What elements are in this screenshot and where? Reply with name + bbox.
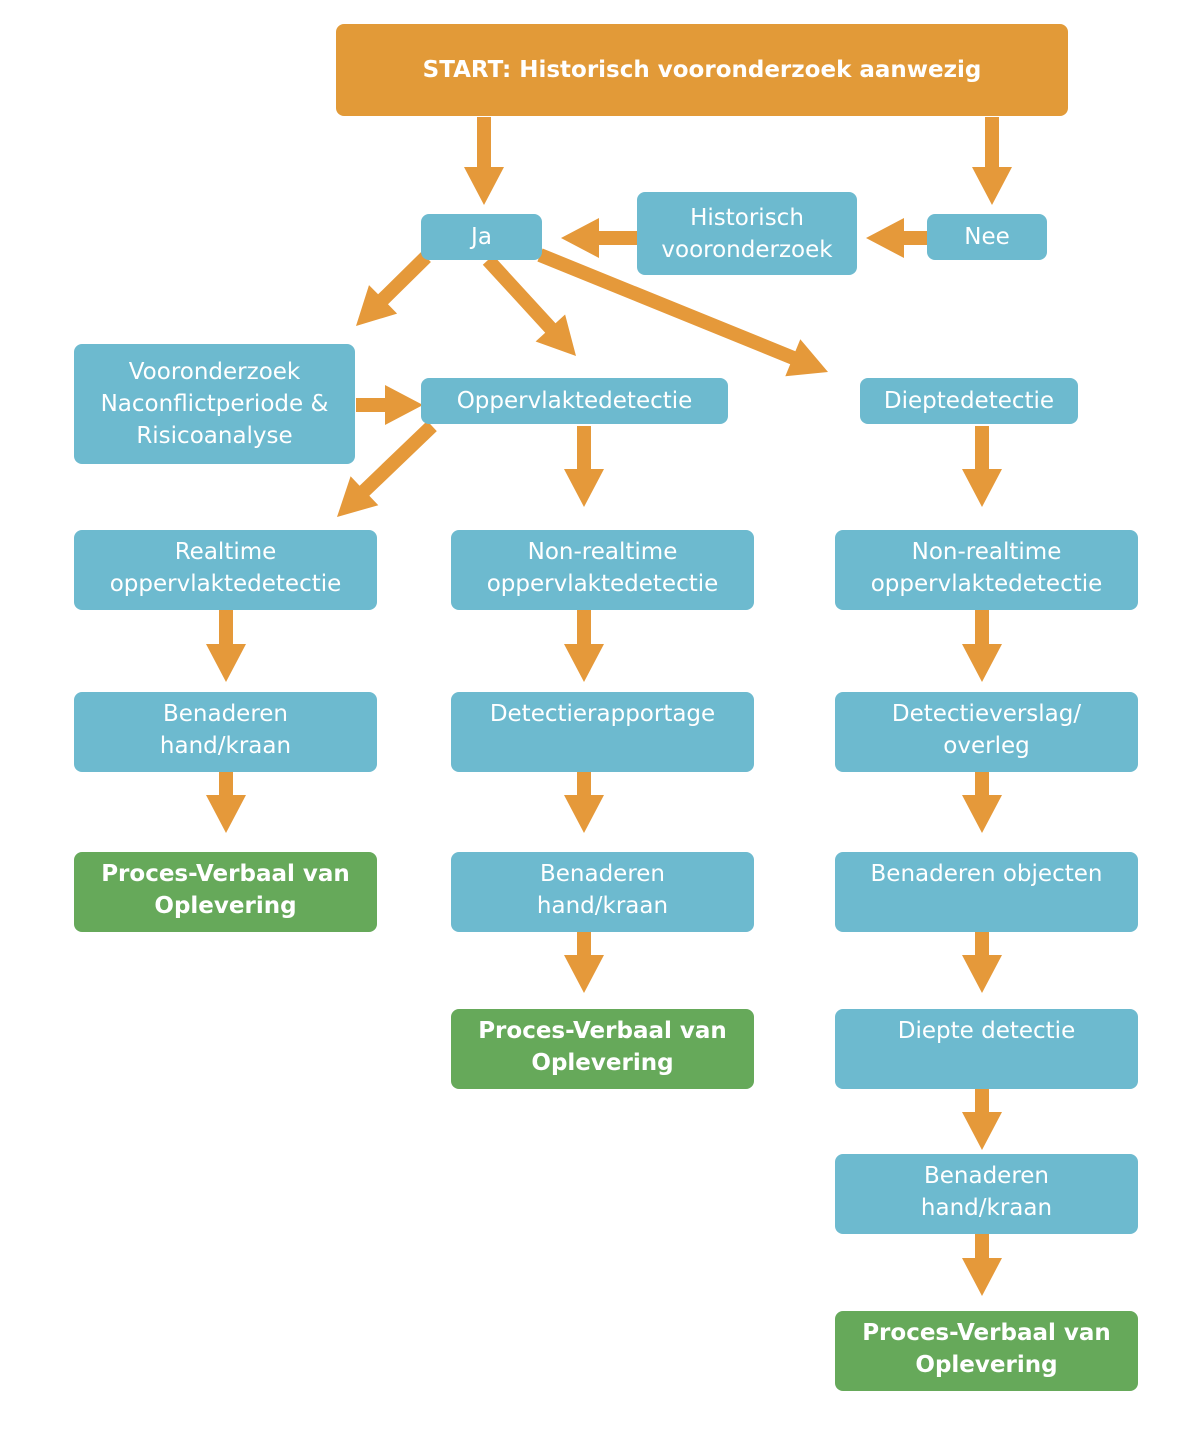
- col3-non-realtime-label: Non-realtime oppervlaktedetectie: [870, 539, 1103, 597]
- detectierapportage-label: Detectierapportage: [489, 701, 716, 727]
- col1-benaderen-label: Benaderen hand/kraan: [159, 701, 292, 759]
- realtime-oppervlaktedetectie-label: Realtime oppervlaktedetectie: [109, 539, 342, 597]
- benaderen-objecten-label: Benaderen objecten: [870, 861, 1103, 887]
- dieptedetectie-label: Dieptedetectie: [883, 388, 1055, 414]
- arrow-col2-2-3: [564, 772, 604, 833]
- dieptedetectie-node: Dieptedetectie: [860, 378, 1078, 424]
- col1-proces-verbaal-label: Proces-Verbaal van Oplevering: [101, 861, 350, 919]
- arrow-col3-3-4: [962, 932, 1002, 993]
- col2-non-realtime-node: Non-realtime oppervlaktedetectie: [451, 530, 754, 610]
- arrow-nee-to-historisch: [866, 218, 927, 258]
- col3-benaderen-label: Benaderen hand/kraan: [920, 1163, 1053, 1221]
- detectieverslag-label: Detectieverslag/ overleg: [891, 701, 1082, 759]
- col2-benaderen-node: Benaderen hand/kraan: [451, 852, 754, 932]
- arrow-col2-1-2: [564, 610, 604, 682]
- arrow-col1-2-3: [206, 772, 246, 833]
- col2-proces-verbaal-node: Proces-Verbaal van Oplevering: [451, 1009, 754, 1089]
- arrow-ja-to-diepte: [537, 248, 828, 377]
- diepte-detectie-label: Diepte detectie: [897, 1018, 1076, 1044]
- arrow-historisch-to-ja: [561, 218, 637, 258]
- arrow-ja-to-oppervlakte: [482, 255, 576, 356]
- historisch-vooronderzoek-node: Historisch vooronderzoek: [637, 192, 857, 275]
- arrow-opp-to-col2: [564, 426, 604, 507]
- historisch-vooronderzoek-label: Historisch vooronderzoek: [661, 204, 833, 263]
- arrow-opp-to-realtime: [337, 420, 437, 517]
- arrow-col3-4-5: [962, 1089, 1002, 1150]
- arrow-diepte-to-col3: [962, 426, 1002, 507]
- col2-non-realtime-label: Non-realtime oppervlaktedetectie: [486, 539, 719, 597]
- arrow-start-to-ja: [464, 117, 504, 205]
- oppervlaktedetectie-label: Oppervlaktedetectie: [456, 388, 693, 414]
- arrow-col2-3-4: [564, 932, 604, 993]
- realtime-oppervlaktedetectie-node: Realtime oppervlaktedetectie: [74, 530, 377, 610]
- nee-node-label: Nee: [964, 224, 1010, 250]
- arrow-col3-2-3: [962, 772, 1002, 833]
- vooronderzoek-node: Vooronderzoek Naconflictperiode & Risico…: [74, 344, 355, 464]
- arrow-col1-1-2: [206, 610, 246, 682]
- oppervlaktedetectie-node: Oppervlaktedetectie: [421, 378, 728, 424]
- col3-proces-verbaal-node: Proces-Verbaal van Oplevering: [835, 1311, 1138, 1391]
- col1-benaderen-node: Benaderen hand/kraan: [74, 692, 377, 772]
- benaderen-objecten-node: Benaderen objecten: [835, 852, 1138, 932]
- detectierapportage-node: Detectierapportage: [451, 692, 754, 772]
- ja-node: Ja: [421, 214, 542, 260]
- nee-node: Nee: [927, 214, 1047, 260]
- start-node-label: START: Historisch vooronderzoek aanwezig: [422, 57, 982, 83]
- arrow-ja-to-vooronderzoek: [356, 252, 431, 326]
- arrow-col3-1-2: [962, 610, 1002, 682]
- col2-proces-verbaal-label: Proces-Verbaal van Oplevering: [478, 1018, 727, 1076]
- vooronderzoek-label: Vooronderzoek Naconflictperiode & Risico…: [100, 359, 329, 449]
- col2-benaderen-label: Benaderen hand/kraan: [536, 861, 669, 919]
- detectieverslag-node: Detectieverslag/ overleg: [835, 692, 1138, 772]
- col1-proces-verbaal-node: Proces-Verbaal van Oplevering: [74, 852, 377, 932]
- col3-benaderen-node: Benaderen hand/kraan: [835, 1154, 1138, 1234]
- arrow-start-to-nee: [972, 117, 1012, 205]
- ja-node-label: Ja: [471, 224, 492, 250]
- arrow-voor-to-oppervlakte: [356, 385, 423, 425]
- diepte-detectie-node: Diepte detectie: [835, 1009, 1138, 1089]
- arrow-col3-5-6: [962, 1234, 1002, 1296]
- col3-proces-verbaal-label: Proces-Verbaal van Oplevering: [862, 1320, 1111, 1378]
- start-node: START: Historisch vooronderzoek aanwezig: [336, 24, 1068, 116]
- col3-non-realtime-node: Non-realtime oppervlaktedetectie: [835, 530, 1138, 610]
